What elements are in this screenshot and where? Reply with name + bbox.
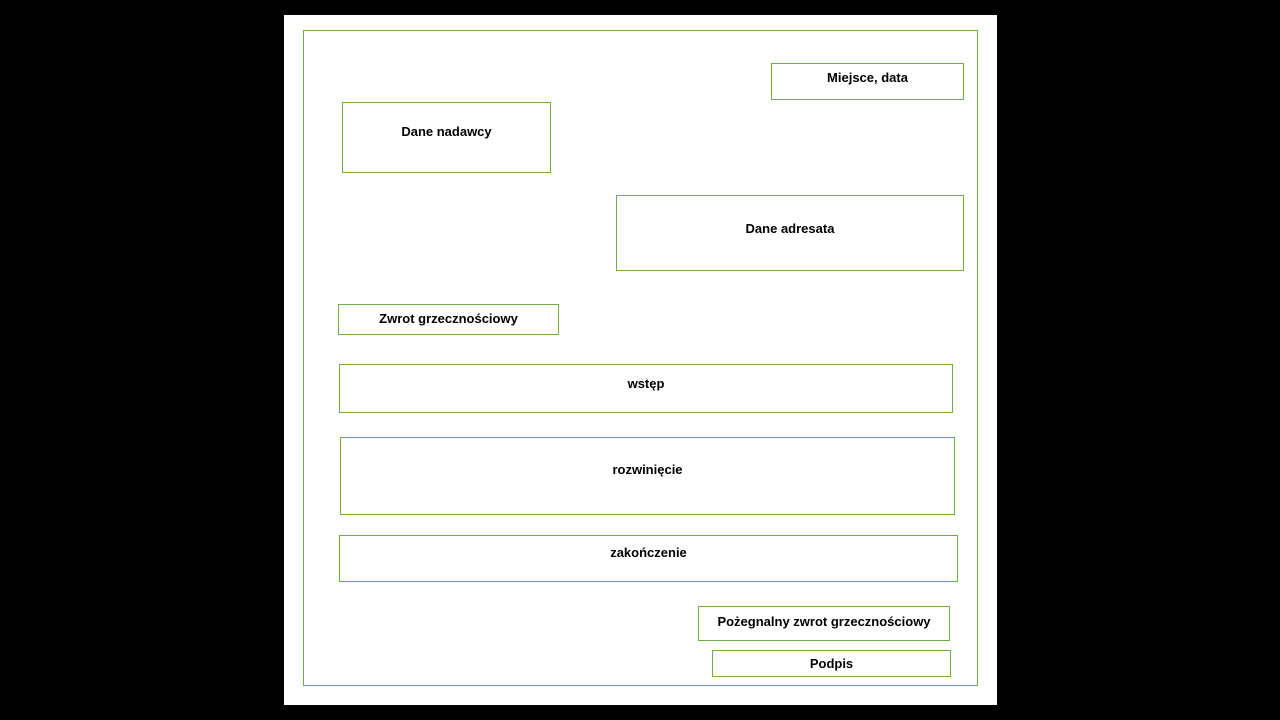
salutation-box: Zwrot grzecznościowy	[338, 304, 559, 335]
place-date-box: Miejsce, data	[771, 63, 964, 100]
sender-box: Dane nadawcy	[342, 102, 551, 173]
signature-box: Podpis	[712, 650, 951, 677]
introduction-box: wstęp	[339, 364, 953, 413]
signature-label: Podpis	[809, 656, 854, 671]
body-box: rozwinięcie	[340, 437, 955, 515]
introduction-label: wstęp	[627, 376, 665, 391]
place-date-label: Miejsce, data	[827, 70, 908, 85]
recipient-label: Dane adresata	[745, 221, 835, 236]
closing-label: Pożegnalny zwrot grzecznościowy	[717, 614, 931, 629]
ending-box: zakończenie	[339, 535, 958, 582]
sender-label: Dane nadawcy	[401, 124, 492, 139]
ending-label: zakończenie	[610, 545, 687, 560]
body-label: rozwinięcie	[612, 462, 683, 477]
closing-box: Pożegnalny zwrot grzecznościowy	[698, 606, 950, 641]
recipient-box: Dane adresata	[616, 195, 964, 271]
salutation-label: Zwrot grzecznościowy	[379, 311, 518, 326]
letter-frame	[303, 30, 978, 686]
